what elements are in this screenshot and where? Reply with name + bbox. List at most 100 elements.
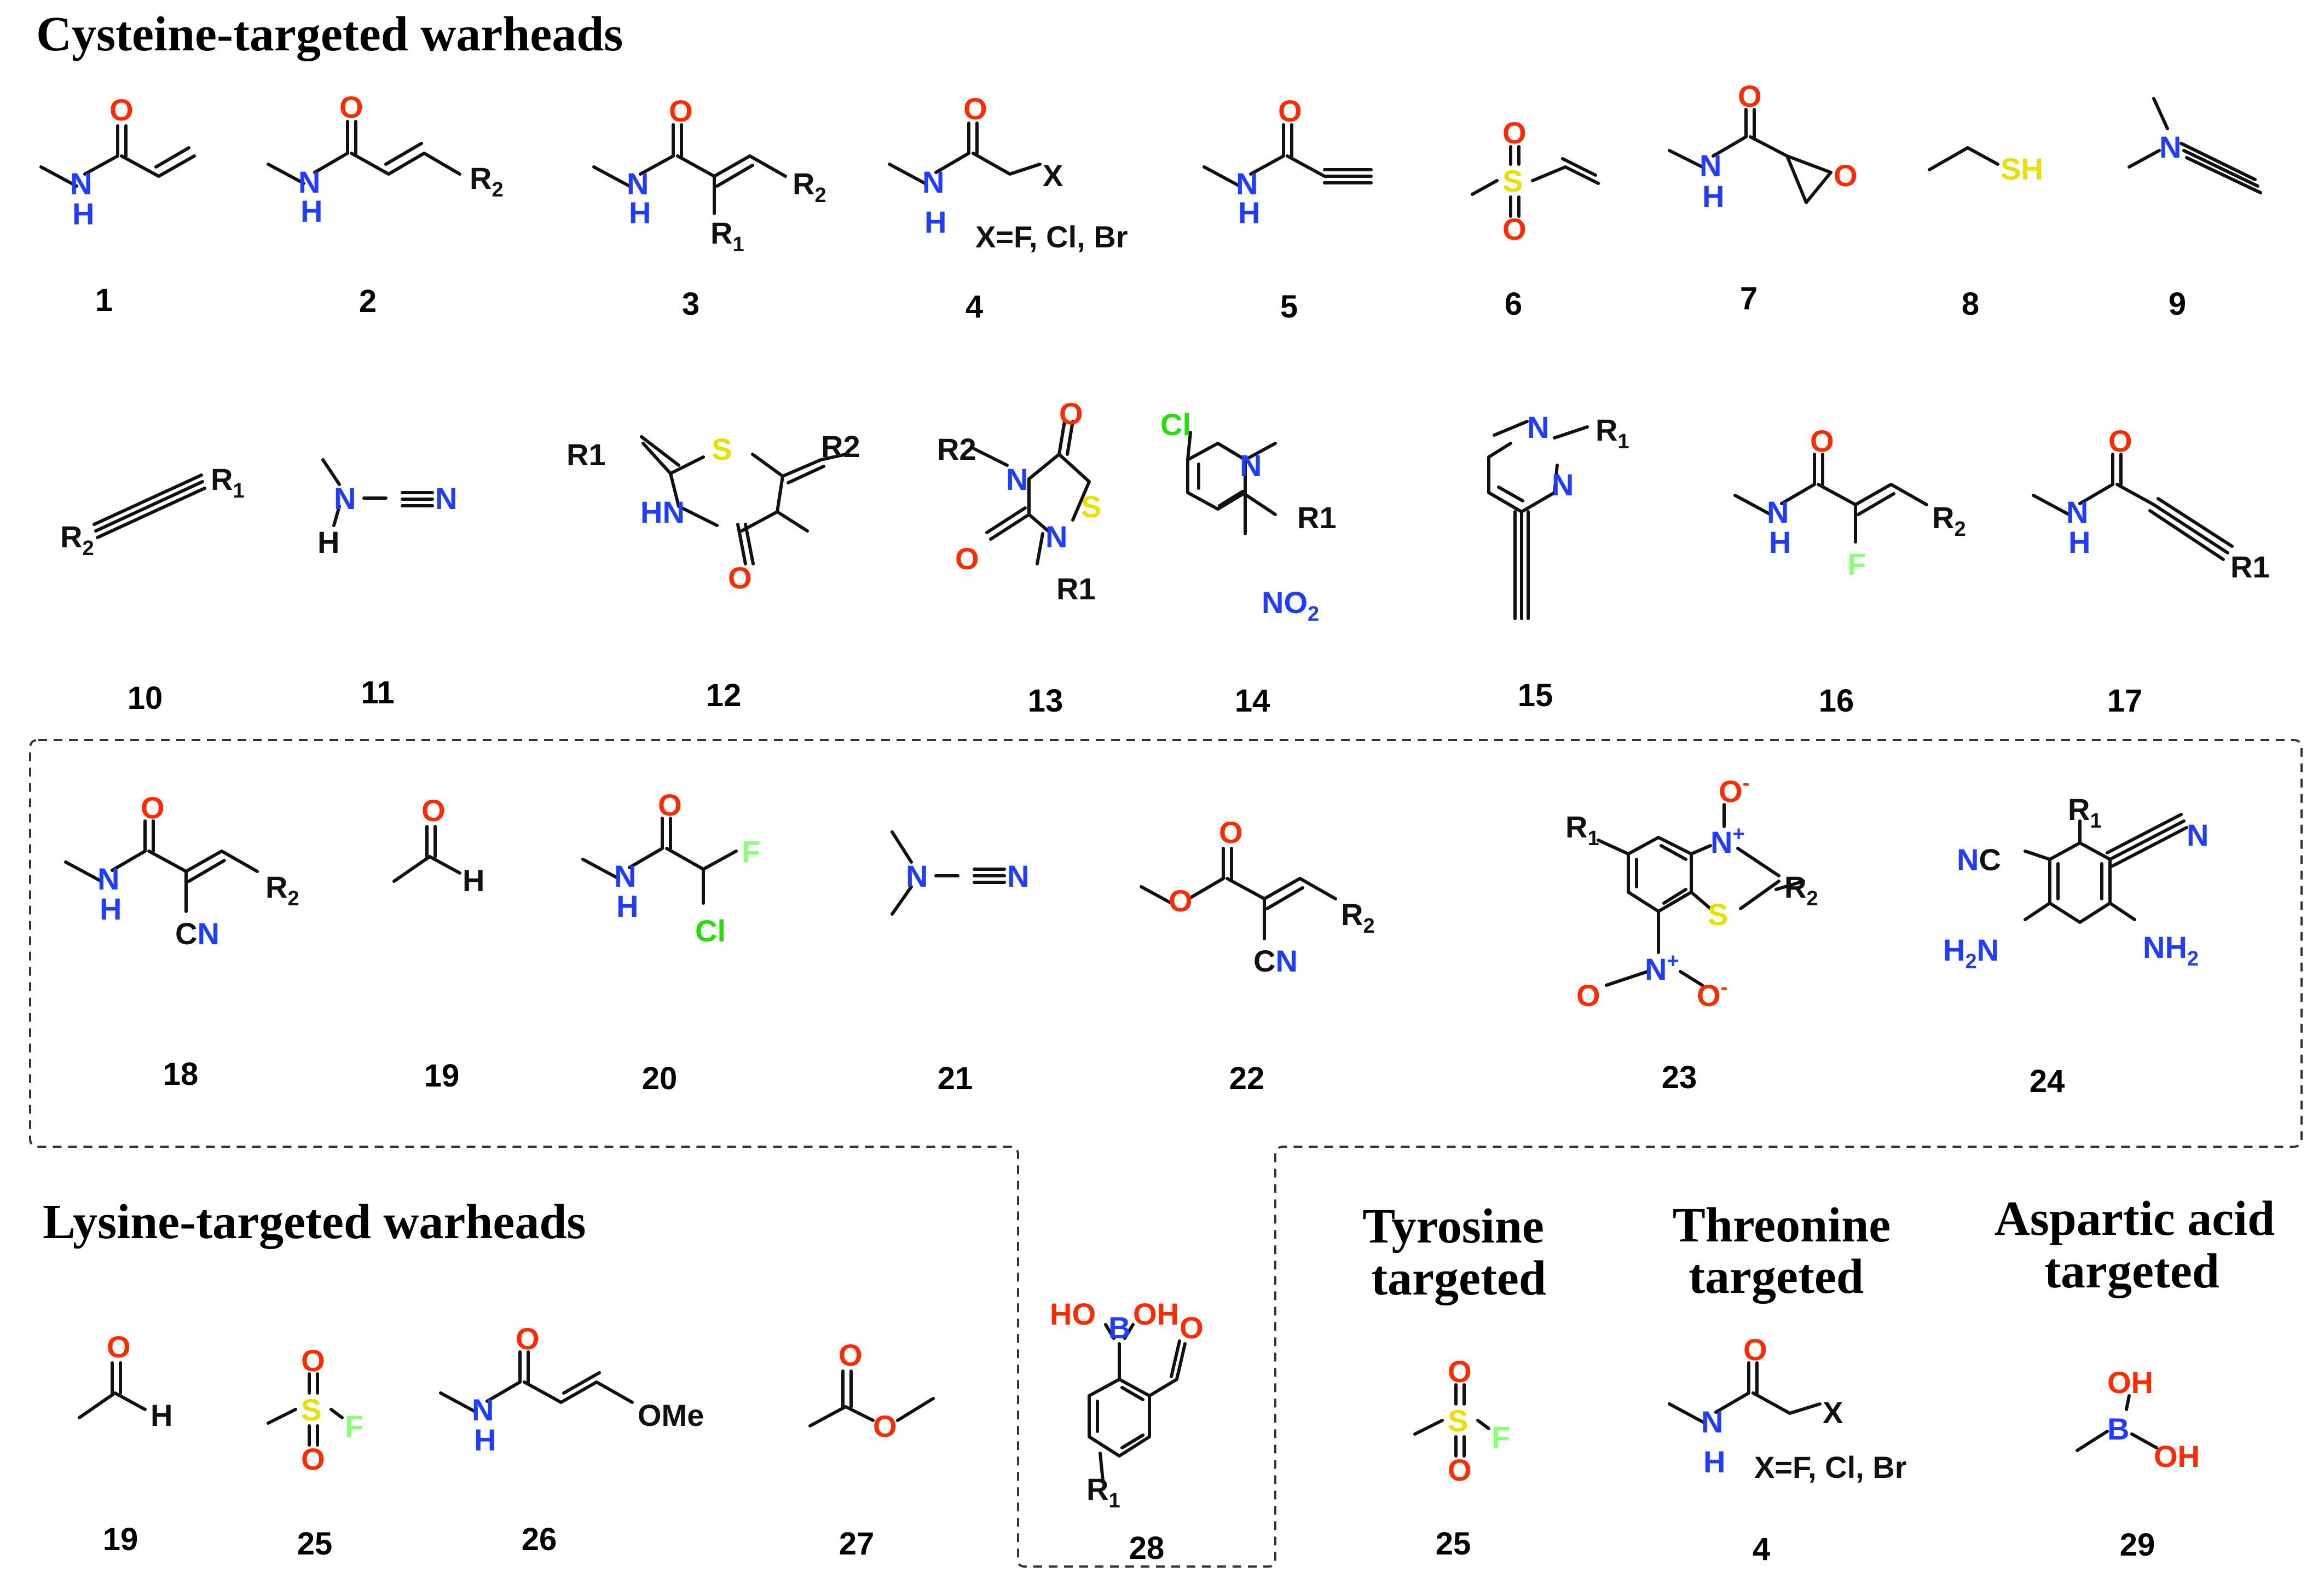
svg-text:Threonine: Threonine	[1673, 1198, 1891, 1252]
compound-number: 3	[682, 286, 699, 322]
svg-text:O: O	[301, 1442, 325, 1476]
compound-11: N H N 11	[317, 458, 457, 710]
svg-text:R1: R1	[710, 216, 744, 256]
compound-1: O N H 1	[39, 93, 196, 318]
svg-text:O: O	[1278, 94, 1302, 128]
svg-text:NH2: NH2	[2143, 930, 2199, 970]
svg-text:H: H	[1238, 195, 1260, 230]
svg-text:R2: R2	[1341, 897, 1375, 938]
compound-number: 2	[359, 284, 377, 319]
svg-text:N: N	[334, 481, 356, 516]
compound-number: 24	[2030, 1064, 2065, 1099]
svg-text:S: S	[1708, 897, 1728, 932]
svg-text:N: N	[1240, 448, 1262, 483]
svg-text:H: H	[72, 196, 94, 231]
svg-text:HO: HO	[1050, 1297, 1096, 1331]
compound-number: 14	[1235, 683, 1270, 719]
compound-number: 16	[1819, 683, 1854, 719]
svg-text:N: N	[435, 481, 457, 516]
lysine-section-title: Lysine-targeted warheads	[43, 1195, 586, 1249]
svg-text:O: O	[728, 560, 752, 595]
compound-number: 4	[966, 289, 983, 325]
svg-text:N: N	[1701, 1405, 1723, 1439]
svg-text:O: O	[1502, 212, 1527, 246]
svg-text:R1: R1	[211, 462, 245, 502]
svg-text:H: H	[151, 1398, 172, 1432]
compound-22: O O R2 CN 22	[1140, 815, 1375, 1096]
svg-text:X: X	[1823, 1395, 1843, 1430]
svg-text:O: O	[109, 93, 134, 127]
compound-29: B OH OH 29	[2076, 1365, 2200, 1563]
svg-text:R2: R2	[793, 166, 826, 207]
compound-26-lysine: O N H OMe 26	[439, 1321, 704, 1557]
compound-number: 8	[1962, 286, 1979, 322]
svg-text:O: O	[1169, 883, 1193, 918]
compound-14: Cl N R1 NO2 14	[1160, 407, 1337, 719]
dashed-box-cysteine-lysine-shared	[29, 739, 2303, 1568]
compound-16: O N H F R2 16	[1733, 424, 1966, 719]
compound-4: O N H X X=F, Cl, Br 4	[888, 91, 1128, 325]
svg-text:O: O	[1576, 978, 1600, 1013]
svg-text:H: H	[300, 194, 322, 228]
svg-text:N: N	[2159, 130, 2181, 164]
svg-text:O: O	[873, 1409, 897, 1443]
svg-text:R2: R2	[821, 429, 860, 464]
svg-text:H: H	[474, 1423, 496, 1457]
halogen-note: X=F, Cl, Br	[1754, 1450, 1907, 1484]
svg-text:targeted: targeted	[1689, 1250, 1864, 1304]
svg-text:N: N	[614, 859, 636, 893]
compound-number: 26	[522, 1522, 557, 1557]
svg-text:Cl: Cl	[1160, 407, 1191, 442]
tyrosine-section-title: Tyrosine targeted	[1362, 1199, 1546, 1305]
compound-number: 25	[297, 1526, 333, 1562]
halogen-note: X=F, Cl, Br	[975, 219, 1128, 254]
svg-text:O: O	[1502, 115, 1527, 150]
svg-text:F: F	[345, 1409, 363, 1443]
svg-text:O: O	[301, 1343, 325, 1378]
compound-number: 17	[2107, 683, 2143, 719]
svg-text:targeted: targeted	[1371, 1251, 1546, 1305]
compound-9: N 9	[2128, 97, 2262, 322]
aspartic-acid-section-title: Aspartic acid targeted	[1995, 1192, 2275, 1298]
compound-number: 10	[128, 680, 163, 716]
svg-text:R1: R1	[1565, 810, 1599, 850]
compound-number: 23	[1662, 1060, 1697, 1095]
compound-number: 21	[938, 1061, 973, 1096]
compound-number: 25	[1436, 1526, 1471, 1562]
svg-text:S: S	[1081, 489, 1101, 524]
svg-text:R1: R1	[566, 437, 606, 472]
svg-text:N: N	[922, 165, 944, 199]
svg-text:O: O	[963, 91, 987, 126]
svg-text:CN: CN	[175, 916, 219, 951]
svg-text:O: O	[339, 90, 363, 124]
compound-5: O N H 5	[1203, 94, 1373, 325]
svg-text:Cl: Cl	[695, 914, 726, 948]
svg-text:H: H	[463, 863, 484, 898]
svg-text:H: H	[1702, 179, 1724, 213]
svg-text:R2: R2	[1932, 500, 1966, 541]
compound-19: O H 19	[392, 793, 484, 1094]
compound-6: S O O 6	[1471, 115, 1600, 322]
svg-text:O: O	[1834, 158, 1858, 193]
compound-13: N S N O O R2 R1 13	[937, 396, 1101, 719]
svg-text:O-: O-	[1697, 976, 1727, 1013]
svg-text:HN: HN	[640, 495, 685, 529]
compound-4-threonine: O N H X X=F, Cl, Br 4	[1668, 1332, 1907, 1567]
svg-text:S: S	[1502, 164, 1523, 198]
compound-8: SH 8	[1928, 146, 2043, 322]
svg-text:R2: R2	[265, 870, 299, 910]
compound-3: O N H R2 R1 3	[592, 94, 826, 322]
svg-text:O: O	[1738, 79, 1762, 113]
svg-text:N: N	[298, 165, 320, 199]
svg-text:O: O	[669, 94, 693, 128]
compound-number: 1	[95, 282, 113, 318]
compound-12: S HN O R1 R2 12	[566, 429, 860, 713]
svg-text:F: F	[1491, 1420, 1510, 1454]
svg-text:O: O	[1448, 1354, 1472, 1389]
compound-23: N+ O- S R2 R1 N+ O O- 23	[1565, 772, 1818, 1095]
svg-text:R2: R2	[60, 519, 94, 560]
svg-text:NC: NC	[1957, 842, 2001, 877]
cysteine-section-title: Cysteine-targeted warheads	[36, 7, 623, 61]
svg-text:O: O	[955, 541, 979, 576]
